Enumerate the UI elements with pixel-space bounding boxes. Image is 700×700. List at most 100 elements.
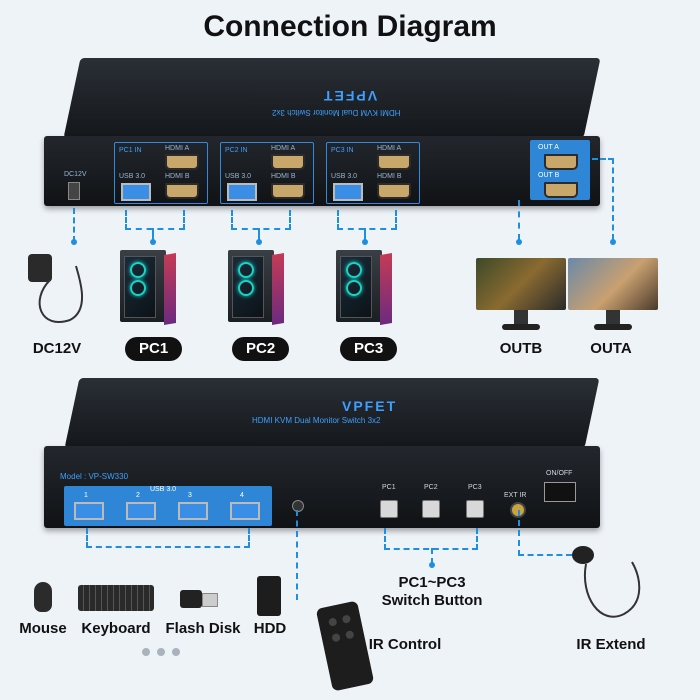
hdmi-a-label: HDMI A [165, 145, 190, 152]
pc2-input-group: PC2 IN HDMI A USB 3.0 HDMI B [220, 142, 314, 204]
connector-ir-extend [518, 510, 572, 556]
pc2-in-label: PC2 IN [225, 147, 248, 154]
connector-outa-h [592, 158, 614, 160]
monitor-a-icon [568, 258, 658, 338]
hdmi-b-port-icon [165, 183, 199, 199]
usb-port-num: 1 [84, 492, 88, 499]
hdmi-b-port-icon [271, 183, 305, 199]
pc3-in-label: PC3 IN [331, 147, 354, 154]
kvm-switch-front: VPFET HDMI KVM Dual Monitor Switch 3x2 M… [42, 378, 602, 528]
out-a-label: OUT A [538, 144, 559, 151]
connector-dot [610, 239, 616, 245]
connector-dot [516, 239, 522, 245]
connector-outa-v [612, 158, 614, 240]
label-dc12v: DC12V [32, 340, 82, 357]
connector-ir-control [296, 510, 338, 600]
connector-usb-hub [86, 528, 250, 548]
device-subtitle-bottom: HDMI KVM Dual Monitor Switch 3x2 [252, 416, 381, 425]
out-a-port-icon [544, 154, 578, 170]
label-pc3: PC3 [340, 337, 398, 361]
label-mouse: Mouse [19, 620, 67, 637]
usb-port-icon [121, 183, 151, 201]
pc3-switch-button[interactable] [466, 500, 484, 518]
power-adapter-icon [28, 254, 52, 282]
usb-port-2-icon [126, 502, 156, 520]
hdd-icon [257, 576, 281, 616]
dc-port [68, 182, 80, 200]
monitor-b-icon [476, 258, 566, 338]
pagination-dot [142, 648, 150, 656]
hdmi-b-label: HDMI B [377, 173, 402, 180]
kvm-switch-rear: VPFET HDMI KVM Dual Monitor Switch 3x2 D… [42, 58, 602, 208]
label-ir-control: IR Control [368, 636, 442, 653]
usb-port-num: 2 [136, 492, 140, 499]
connector-dot [150, 239, 156, 245]
usb-port-3-icon [178, 502, 208, 520]
usb-hub-label: USB 3.0 [150, 486, 177, 493]
connector-switch-buttons [384, 528, 478, 550]
brand-logo-bottom: VPFET [342, 398, 398, 414]
power-switch[interactable] [544, 482, 576, 502]
connector-dot [362, 239, 368, 245]
usb-label: USB 3.0 [225, 173, 252, 180]
hdmi-b-label: HDMI B [165, 173, 190, 180]
pc1-in-label: PC1 IN [119, 147, 142, 154]
ext-ir-label: EXT IR [504, 492, 527, 499]
power-cable-icon [38, 265, 84, 323]
label-outa: OUTA [590, 340, 632, 357]
connector-pc3-drop [364, 228, 366, 240]
keyboard-icon [78, 585, 154, 611]
hdmi-b-port-icon [377, 183, 411, 199]
label-switch-button-line1: PC1~PC3 [398, 574, 466, 591]
connector-pc1-drop [152, 228, 154, 240]
label-ir-extend: IR Extend [576, 636, 646, 653]
usb-port-1-icon [74, 502, 104, 520]
pc1-button-label: PC1 [382, 484, 396, 491]
hdmi-a-port-icon [271, 154, 305, 170]
pagination-dot [157, 648, 165, 656]
page-title: Connection Diagram [203, 10, 497, 43]
label-pc2: PC2 [232, 337, 290, 361]
pc2-switch-button[interactable] [422, 500, 440, 518]
connector-pc1 [125, 210, 185, 230]
pc1-tower-icon [120, 250, 178, 326]
label-outb: OUTB [499, 340, 543, 357]
hdmi-a-label: HDMI A [271, 145, 296, 152]
connector-line-dc [73, 208, 75, 242]
connector-pc3 [337, 210, 397, 230]
connector-dot [429, 562, 435, 568]
usb-port-icon [333, 183, 363, 201]
usb-label: USB 3.0 [331, 173, 358, 180]
device-subtitle-top: HDMI KVM Dual Monitor Switch 3x2 [272, 108, 401, 117]
pc2-tower-icon [228, 250, 286, 326]
ir-receiver-icon [292, 500, 304, 512]
hdmi-a-label: HDMI A [377, 145, 402, 152]
model-label: Model : VP-SW330 [60, 472, 129, 481]
label-flash-disk: Flash Disk [165, 620, 241, 637]
pc3-input-group: PC3 IN HDMI A USB 3.0 HDMI B [326, 142, 420, 204]
usb-hub-panel: USB 3.0 1 2 3 4 [64, 486, 272, 526]
pc1-switch-button[interactable] [380, 500, 398, 518]
connector-dot [71, 239, 77, 245]
connector-switch-drop [431, 548, 433, 564]
label-pc1: PC1 [125, 337, 183, 361]
pc3-tower-icon [336, 250, 394, 326]
label-hdd: HDD [253, 620, 287, 637]
ir-extender-cable-icon [583, 561, 641, 618]
usb-label: USB 3.0 [119, 173, 146, 180]
device-top-lid [64, 378, 600, 448]
mouse-icon [34, 582, 52, 612]
usb-port-num: 4 [240, 492, 244, 499]
connector-pc2 [231, 210, 291, 230]
usb-port-4-icon [230, 502, 260, 520]
brand-logo-top: VPFET [322, 88, 378, 104]
label-switch-button-line2: Switch Button [381, 592, 483, 609]
usb-port-icon [227, 183, 257, 201]
hdmi-a-port-icon [165, 154, 199, 170]
hdmi-a-port-icon [377, 154, 411, 170]
power-label: ON/OFF [546, 470, 573, 477]
pc3-button-label: PC3 [468, 484, 482, 491]
out-b-label: OUT B [538, 172, 560, 179]
connector-dot [256, 239, 262, 245]
hdmi-b-label: HDMI B [271, 173, 296, 180]
